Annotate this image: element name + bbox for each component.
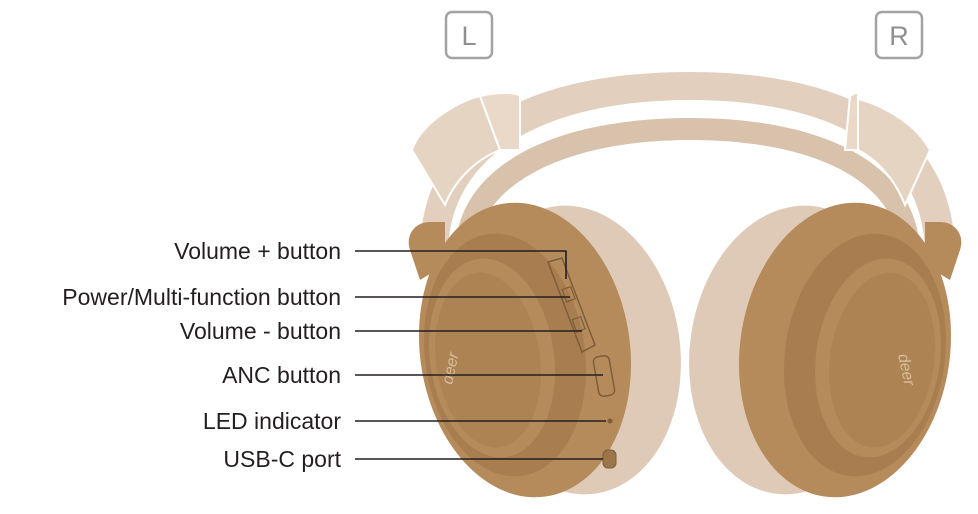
right-yoke xyxy=(925,222,962,280)
callout-power-button: Power/Multi-function button xyxy=(62,284,341,310)
right-side-letter: R xyxy=(889,21,909,51)
left-ear-cup: deer xyxy=(419,202,681,498)
right-ear-cup: deer xyxy=(689,202,951,498)
left-side-letter: L xyxy=(461,21,476,51)
callout-anc-button: ANC button xyxy=(222,362,341,388)
callout-volume-minus: Volume - button xyxy=(180,318,341,344)
left-cup-brand: deer xyxy=(439,350,462,386)
callout-volume-plus: Volume + button xyxy=(174,238,341,264)
volume-plus-line xyxy=(355,250,567,279)
callout-labels: Volume + button Power/Multi-function but… xyxy=(62,238,341,472)
callout-led-indicator: LED indicator xyxy=(203,408,341,434)
left-side-marker: L xyxy=(444,10,494,60)
right-cup-brand: deer xyxy=(894,352,917,388)
callout-lines xyxy=(355,250,606,460)
headband xyxy=(410,72,955,255)
callout-usb-c-port: USB-C port xyxy=(223,446,341,472)
right-side-marker: R xyxy=(874,10,924,60)
